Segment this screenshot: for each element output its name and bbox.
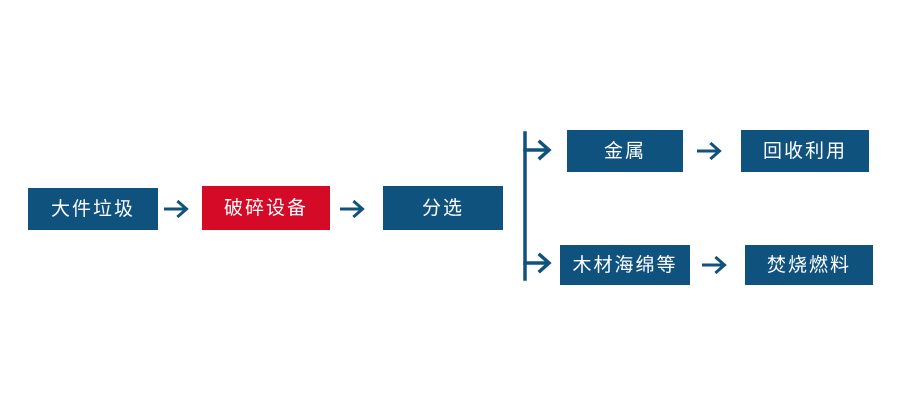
arrow-right-icon-waste-to-crusher bbox=[164, 198, 194, 220]
flow-node-incineration-fuel[interactable]: 焚烧燃料 bbox=[745, 245, 873, 285]
flow-node-sorting[interactable]: 分选 bbox=[383, 186, 503, 230]
arrow-right-icon-wood-to-incineration-fuel bbox=[702, 254, 732, 276]
flow-node-crusher[interactable]: 破碎设备 bbox=[202, 186, 330, 230]
flow-node-label: 金属 bbox=[603, 139, 646, 162]
branch-split-icon bbox=[520, 130, 570, 282]
flow-node-wood-sponge[interactable]: 木材海绵等 bbox=[560, 245, 690, 285]
flow-node-label: 焚烧燃料 bbox=[766, 253, 851, 276]
flow-node-label: 木材海绵等 bbox=[572, 253, 678, 276]
flow-node-recycling[interactable]: 回收利用 bbox=[741, 130, 869, 172]
flow-node-bulky-waste[interactable]: 大件垃圾 bbox=[28, 188, 158, 230]
arrow-right-icon-metal-to-recycling bbox=[697, 140, 727, 162]
flow-node-label: 回收利用 bbox=[762, 139, 847, 162]
flow-node-label: 破碎设备 bbox=[223, 196, 308, 219]
flow-node-metal[interactable]: 金属 bbox=[567, 130, 683, 172]
flow-node-label: 分选 bbox=[421, 196, 464, 219]
flow-node-label: 大件垃圾 bbox=[50, 197, 135, 220]
arrow-right-icon-crusher-to-sorting bbox=[340, 198, 370, 220]
